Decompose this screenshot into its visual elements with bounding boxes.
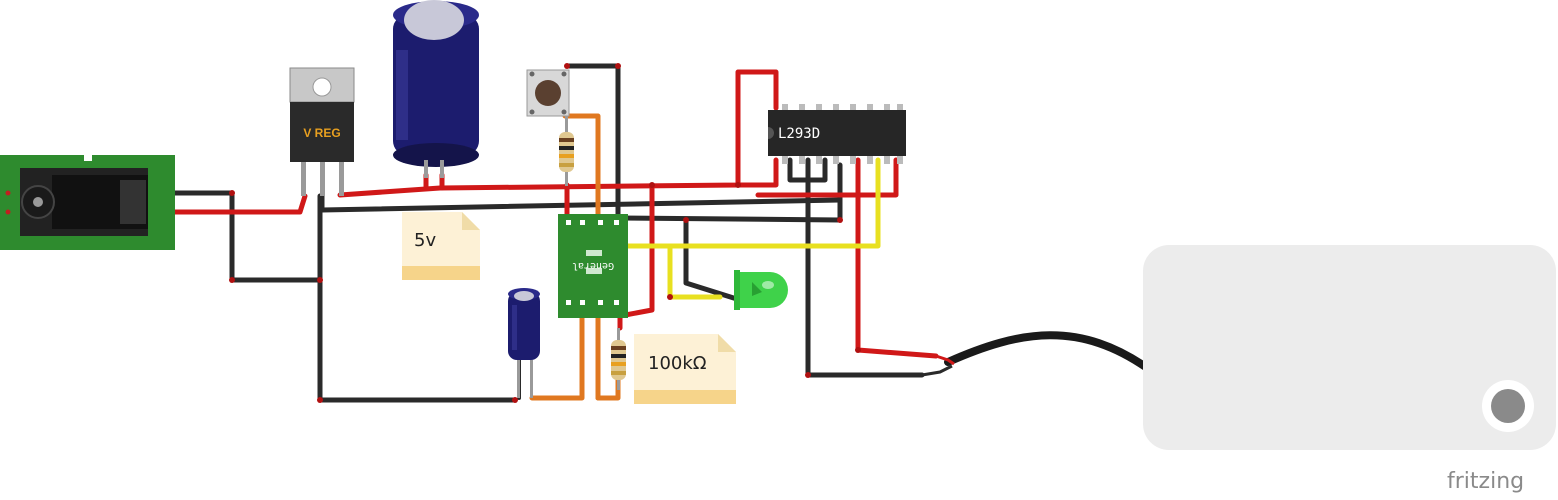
resistor-bottom-icon[interactable]	[611, 328, 626, 390]
wire-junctions	[229, 63, 861, 403]
note-5v: 5v	[402, 212, 480, 280]
chip-marking: L293D	[778, 126, 820, 142]
led-icon[interactable]	[734, 270, 788, 310]
wire-black-chip-to-motor[interactable]	[805, 157, 925, 378]
fritzing-watermark: fritzing	[1447, 469, 1524, 494]
resistor-top-icon[interactable]	[559, 116, 574, 186]
small-capacitor-icon[interactable]	[508, 288, 540, 398]
electrolytic-capacitor-icon[interactable]	[393, 0, 479, 178]
wire-red-jack-to-reg[interactable]	[162, 193, 308, 215]
dc-jack-icon[interactable]	[0, 155, 175, 250]
wire-red-signal[interactable]	[617, 237, 655, 331]
chip-pins-top	[782, 104, 903, 112]
resistor-label: 100kΩ	[648, 353, 707, 374]
sensor-board-icon[interactable]: General	[558, 214, 628, 318]
wire-black-led[interactable]	[683, 217, 743, 303]
note-100k: 100kΩ	[634, 334, 736, 404]
wire-black-button-top[interactable]	[564, 63, 621, 221]
wire-red-chip-vcc[interactable]	[735, 157, 779, 188]
wire-black-jack-to-ground[interactable]	[162, 190, 323, 283]
regulator-marking: V REG	[303, 126, 340, 140]
voltage-regulator-icon[interactable]: V REG	[289, 67, 355, 196]
sensor-board-marking: General	[572, 260, 614, 271]
voltage-label: 5v	[414, 230, 436, 251]
wire-orange-3[interactable]	[595, 377, 621, 401]
wire-red-5v-rail[interactable]	[337, 69, 779, 198]
chip-pins-bottom	[782, 156, 903, 164]
wire-black-reg-ground[interactable]	[319, 193, 843, 213]
wire-red-chip-right[interactable]	[755, 157, 899, 198]
push-button-icon[interactable]	[526, 69, 570, 117]
wire-orange-button[interactable]	[562, 113, 601, 225]
wire-black-chip-pin[interactable]	[787, 157, 828, 183]
wire-orange-1[interactable]	[529, 307, 585, 401]
dc-motor-icon[interactable]	[921, 245, 1556, 450]
motor-driver-ic-icon[interactable]: L293D	[768, 104, 906, 164]
